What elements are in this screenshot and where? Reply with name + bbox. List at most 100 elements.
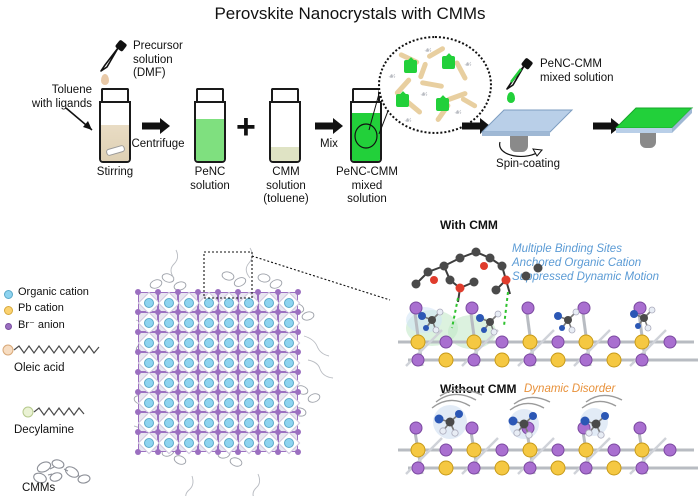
nanocrystal-icon — [436, 98, 449, 111]
br-anion-site — [295, 429, 301, 435]
oleic-acid-icon — [2, 344, 100, 356]
cmm-label: CMM solution (toluene) — [263, 166, 309, 205]
lattice-cell — [137, 331, 161, 355]
organic-cation-site — [264, 418, 274, 428]
organic-cation-site — [164, 438, 174, 448]
cmm-molecule-icon: ☙ — [404, 115, 413, 125]
organic-cation-site — [144, 438, 154, 448]
br-anion-site — [175, 329, 181, 335]
organic-cation-site — [224, 398, 234, 408]
ligand-rod-icon — [459, 95, 479, 110]
organic-cation-site — [224, 438, 234, 448]
centrifuge-label: Centrifuge — [131, 138, 185, 150]
br-anion-site — [195, 429, 201, 435]
legend-item-pb-cation: Pb cation — [4, 302, 64, 315]
lattice-cell — [177, 311, 201, 335]
lattice-cell — [237, 311, 261, 335]
br-anion-site — [155, 369, 161, 375]
with-cmm-notes: Multiple Binding Sites Anchored Organic … — [512, 243, 660, 283]
with-cmm-title: With CMM — [440, 218, 498, 232]
vial-fill-penc — [196, 119, 224, 161]
br-anion-site — [175, 429, 181, 435]
lattice-cell — [137, 351, 161, 375]
spin-coating-label: Spin-coating — [496, 158, 560, 170]
lattice-cell — [177, 371, 201, 395]
lattice-cell — [277, 291, 301, 315]
organic-cation-site — [264, 338, 274, 348]
br-anion-site — [135, 409, 141, 415]
organic-cation-site — [284, 338, 294, 348]
br-anion-site — [175, 389, 181, 395]
br-anion-site — [235, 409, 241, 415]
br-anion-site — [155, 349, 161, 355]
lattice-cell — [277, 391, 301, 415]
lattice-cell — [177, 411, 201, 435]
br-anion-site — [175, 409, 181, 415]
vial-cap-icon — [271, 88, 299, 97]
arrow-film-icon — [593, 118, 621, 134]
organic-cation-site — [204, 378, 214, 388]
legend-item-organic-cation: Organic cation — [4, 286, 89, 299]
br-anion-site — [255, 409, 261, 415]
vial-cap-icon — [196, 88, 224, 97]
br-anion-site — [235, 349, 241, 355]
legend-label: Organic cation — [18, 286, 89, 298]
organic-cation-site — [224, 338, 234, 348]
organic-cation-site — [224, 318, 234, 328]
br-anion-site — [295, 309, 301, 315]
br-anion-site — [135, 349, 141, 355]
br-anion-site — [295, 389, 301, 395]
lattice-cell — [157, 331, 181, 355]
lattice-cell — [277, 371, 301, 395]
br-anion-site — [295, 289, 301, 295]
br-anion-site — [255, 429, 261, 435]
br-anion-site — [155, 309, 161, 315]
lattice-cell — [237, 291, 261, 315]
br-anion-site — [135, 429, 141, 435]
organic-cation-site — [264, 438, 274, 448]
precursor-label: Precursor solution (DMF) — [133, 40, 183, 79]
br-anion-site — [135, 289, 141, 295]
br-anion-site — [155, 289, 161, 295]
lattice-cell — [257, 391, 281, 415]
organic-cation-site — [184, 318, 194, 328]
organic-cation-site — [224, 358, 234, 368]
stirring-label: Stirring — [96, 166, 134, 178]
br-anion-site — [175, 449, 181, 455]
br-anion-site — [235, 329, 241, 335]
organic-cation-site — [164, 298, 174, 308]
organic-cation-site — [264, 358, 274, 368]
organic-cation-site — [264, 378, 274, 388]
br-anion-site — [195, 289, 201, 295]
organic-cation-site — [244, 398, 254, 408]
precursor-dropper-icon — [97, 40, 129, 74]
legend-item-br-anion: Br⁻ anion — [4, 318, 65, 331]
lattice-cell — [217, 331, 241, 355]
organic-cation-site — [144, 358, 154, 368]
organic-cation-site — [244, 378, 254, 388]
br-anion-site — [255, 289, 261, 295]
organic-cation-site — [204, 418, 214, 428]
nanocrystal-icon — [442, 56, 455, 69]
br-anion-site — [275, 369, 281, 375]
organic-cation-site — [224, 378, 234, 388]
plus-symbol: + — [236, 108, 256, 146]
vial-fill-cmm — [271, 147, 299, 161]
lattice-cell — [157, 431, 181, 455]
lattice-cell — [177, 351, 201, 375]
br-anion-site — [195, 369, 201, 375]
organic-cation-site — [144, 318, 154, 328]
br-anion-site — [135, 449, 141, 455]
lattice-cell — [257, 431, 281, 455]
br-anion-site — [195, 389, 201, 395]
organic-cation-site — [164, 418, 174, 428]
lattice-cell — [217, 391, 241, 415]
br-anion-site — [215, 449, 221, 455]
organic-cation-site — [164, 378, 174, 388]
vial-cmm — [267, 88, 303, 163]
br-anion-site — [195, 309, 201, 315]
br-anion-site — [255, 369, 261, 375]
organic-cation-site — [184, 378, 194, 388]
organic-cation-site — [164, 318, 174, 328]
ligand-rod-icon — [419, 79, 445, 90]
